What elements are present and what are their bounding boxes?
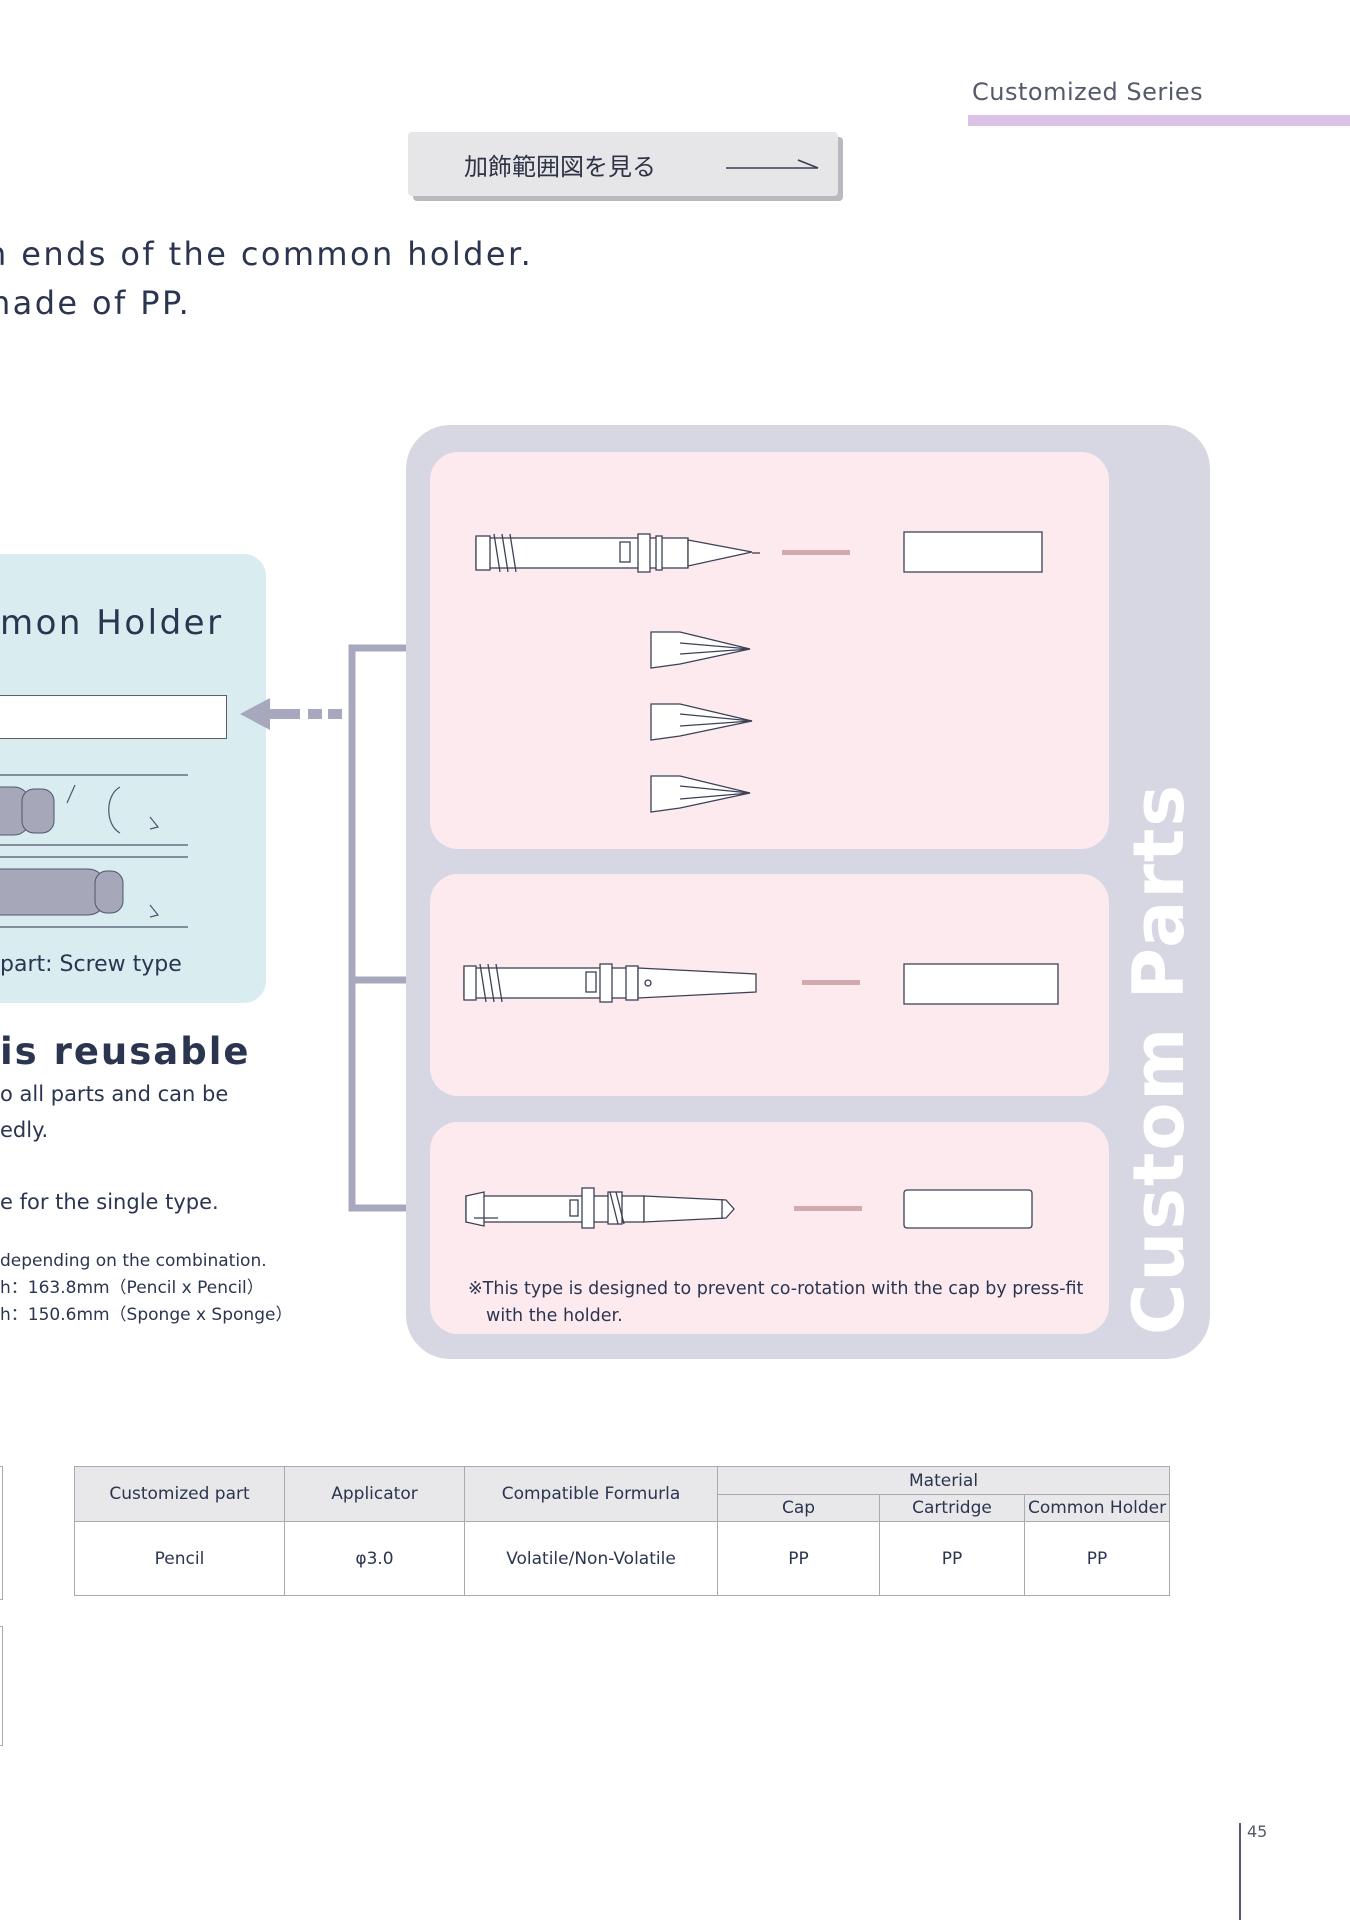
- header-cap: Cap: [717, 1494, 880, 1522]
- pencil-part-card: [430, 452, 1109, 849]
- intro-line-1: h ends of the common holder.: [0, 235, 534, 273]
- partial-table-edge: [0, 1466, 3, 1600]
- reusable-line: [0, 1148, 228, 1184]
- partial-table-edge: [0, 1626, 3, 1746]
- table-row: Pencil φ3.0 Volatile/Non-Volatile PP PP …: [74, 1521, 1171, 1596]
- reusable-body: o all parts and can be edly. e for the s…: [0, 1076, 228, 1220]
- specification-table: Customized part Applicator Compatible Fo…: [74, 1466, 1171, 1596]
- reusable-line: o all parts and can be: [0, 1082, 229, 1106]
- sponge-part-card: [430, 1122, 1109, 1334]
- cell-applicator: φ3.0: [284, 1521, 465, 1596]
- view-button-label: 加飾範囲図を見る: [464, 152, 656, 181]
- press-fit-note-line-2: with the holder.: [486, 1306, 623, 1326]
- custom-parts-label: Custom Parts: [1118, 782, 1200, 1335]
- cell-customized-part: Pencil: [74, 1521, 285, 1596]
- arrow-left-icon: [240, 698, 342, 730]
- header-common-holder: Common Holder: [1023, 1494, 1171, 1522]
- intro-line-2: nade of PP.: [0, 284, 192, 322]
- common-holder-title: mon Holder: [0, 603, 224, 643]
- pencil-applicator-illustration: [475, 531, 1043, 813]
- press-fit-note: ※This type is designed to prevent co-rot…: [468, 1276, 1083, 1330]
- screw-type-note: part: Screw type: [0, 952, 182, 977]
- reusable-line: edly.: [0, 1118, 49, 1142]
- header-applicator: Applicator: [284, 1466, 465, 1522]
- length-note: depending on the combination.: [0, 1251, 267, 1271]
- header-material: Material: [716, 1466, 1171, 1495]
- common-holder-illustration: [0, 695, 227, 739]
- intro-text: h ends of the common holder. nade of PP.: [0, 230, 533, 328]
- length-note: h：163.8mm（Pencil x Pencil）: [0, 1278, 264, 1298]
- cell-cartridge-material: PP: [879, 1521, 1025, 1596]
- reusable-line: e for the single type.: [0, 1190, 219, 1214]
- header-customized-part: Customized part: [74, 1466, 285, 1522]
- length-notes: depending on the combination. h：163.8mm（…: [0, 1248, 292, 1329]
- screw-type-holder-illustration: [0, 774, 188, 928]
- cell-holder-material: PP: [1023, 1521, 1171, 1596]
- brush-applicator-illustration: [463, 963, 1059, 1005]
- series-title: Customized Series: [972, 78, 1204, 106]
- cell-cap-material: PP: [717, 1521, 880, 1596]
- header-compatible-formula: Compatible Formurla: [464, 1466, 718, 1522]
- sponge-applicator-illustration: [465, 1187, 1033, 1229]
- view-decoration-range-button[interactable]: 加飾範囲図を見る: [408, 132, 838, 196]
- header-cartridge: Cartridge: [879, 1494, 1025, 1522]
- common-holder-panel: [0, 554, 266, 1003]
- press-fit-note-line-1: ※This type is designed to prevent co-rot…: [468, 1279, 1084, 1299]
- cell-compatible-formula: Volatile/Non-Volatile: [464, 1521, 718, 1596]
- arrow-right-icon: [726, 159, 819, 169]
- series-accent-bar: [968, 115, 1350, 126]
- page-number: 45: [1247, 1822, 1268, 1841]
- length-note: h：150.6mm（Sponge x Sponge）: [0, 1305, 293, 1325]
- reusable-heading: is reusable: [0, 1030, 251, 1073]
- brush-part-card: [430, 874, 1109, 1096]
- page-number-rule: [1239, 1823, 1241, 1920]
